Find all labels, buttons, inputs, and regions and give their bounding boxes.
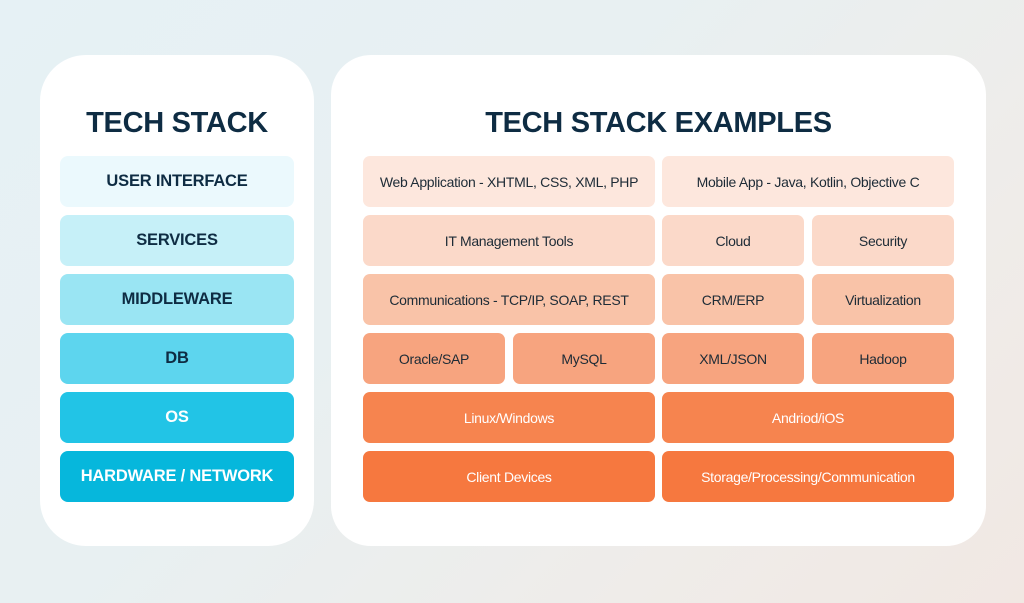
example-communications: Communications - TCP/IP, SOAP, REST [363,274,655,325]
example-it-management-tools: IT Management Tools [363,215,655,266]
layer-os: OS [60,392,294,443]
example-virtualization: Virtualization [812,274,954,325]
tech-stack-title: TECH STACK [86,107,268,139]
layer-hardware-network: HARDWARE / NETWORK [60,451,294,502]
example-security: Security [812,215,954,266]
example-mobile-app: Mobile App - Java, Kotlin, Objective C [662,156,954,207]
tech-stack-examples-panel: TECH STACK EXAMPLES Web Application - XH… [331,55,986,546]
tech-stack-panel: TECH STACK USER INTERFACE SERVICES MIDDL… [40,55,314,546]
example-android-ios: Andriod/iOS [662,392,954,443]
layer-middleware: MIDDLEWARE [60,274,294,325]
example-linux-windows: Linux/Windows [363,392,655,443]
example-crm-erp: CRM/ERP [662,274,804,325]
layer-db: DB [60,333,294,384]
example-storage-processing-communication: Storage/Processing/Communication [662,451,954,502]
example-cloud: Cloud [662,215,804,266]
layer-services: SERVICES [60,215,294,266]
example-client-devices: Client Devices [363,451,655,502]
example-web-application: Web Application - XHTML, CSS, XML, PHP [363,156,655,207]
tech-stack-examples-title: TECH STACK EXAMPLES [485,107,832,139]
example-oracle-sap: Oracle/SAP [363,333,505,384]
example-hadoop: Hadoop [812,333,954,384]
layer-user-interface: USER INTERFACE [60,156,294,207]
example-mysql: MySQL [513,333,655,384]
example-xml-json: XML/JSON [662,333,804,384]
